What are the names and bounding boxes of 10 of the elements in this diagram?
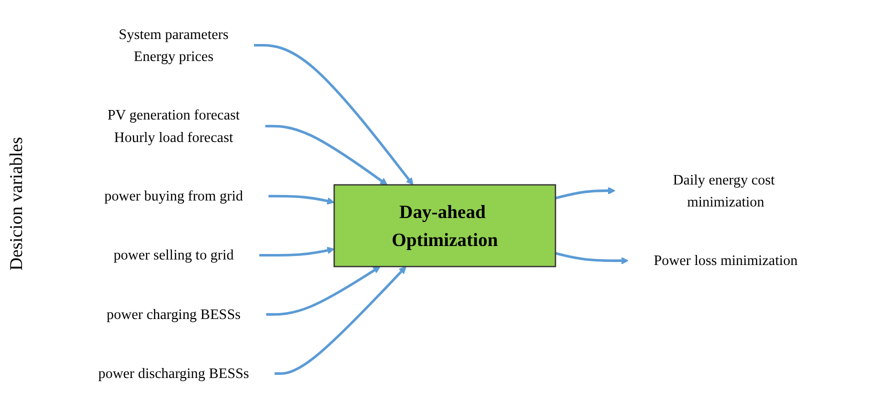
group-label: Desicion variables <box>5 136 27 270</box>
input-label: PV generation forecast Hourly load forecast <box>108 106 240 144</box>
input-label: Daily energy cost minimization <box>672 171 775 209</box>
input-label: power charging BESSs <box>106 306 241 322</box>
input-label: power discharging BESSs <box>98 364 250 381</box>
input-label: power buying from grid <box>104 187 243 204</box>
input-label: System parameters Energy prices <box>118 26 228 64</box>
input-label: Power loss minimization <box>654 252 798 268</box>
input-label: power selling to grid <box>114 246 234 263</box>
process-box: Day-ahead Optimization <box>334 184 556 267</box>
